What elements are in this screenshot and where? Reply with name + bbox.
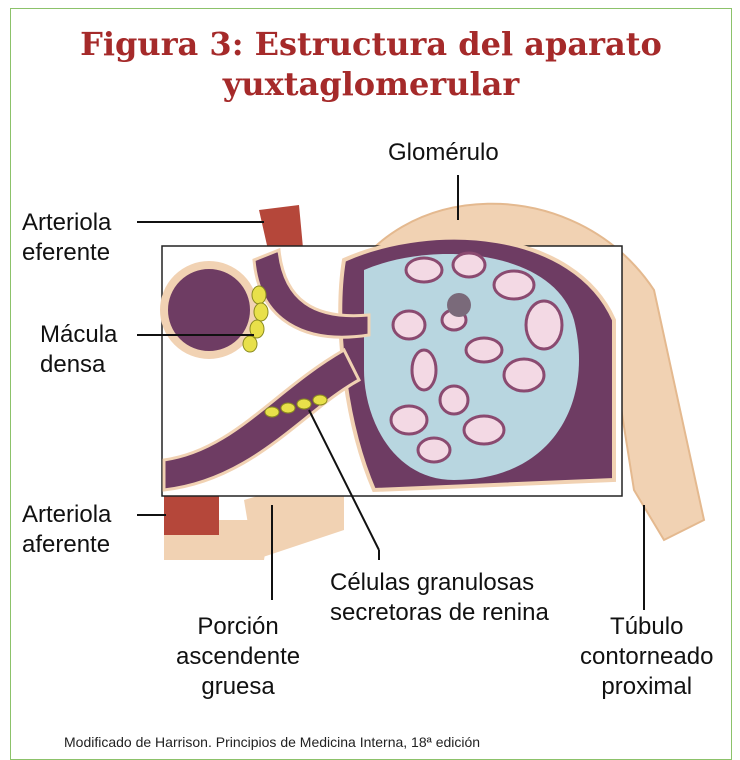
distal-tubule [164, 265, 254, 355]
label-porcion-ascendente-line-3: gruesa [176, 672, 300, 702]
label-celulas-granulosas-line-1: Células granulosas [330, 568, 549, 598]
label-arteriola-aferente: Arteriola aferente [22, 500, 111, 560]
title-line-1: Figura 3: Estructura del aparato [10, 24, 732, 64]
label-tubulo-line-2: contorneado [580, 642, 713, 672]
label-macula-densa: Mácula densa [40, 320, 117, 380]
label-arteriola-eferente-line-2: eferente [22, 238, 111, 268]
figure-caption: Modificado de Harrison. Principios de Me… [64, 734, 480, 750]
label-arteriola-eferente-line-1: Arteriola [22, 208, 111, 238]
label-glomerulo: Glomérulo [388, 138, 499, 168]
afferent-arteriole [164, 495, 219, 535]
label-porcion-ascendente-line-2: ascendente [176, 642, 300, 672]
label-celulas-granulosas: Células granulosas secretoras de renina [330, 568, 549, 628]
figure-title: Figura 3: Estructura del aparato yuxtagl… [10, 24, 732, 104]
label-porcion-ascendente: Porción ascendente gruesa [176, 612, 300, 702]
mesangium [447, 293, 471, 317]
title-line-2: yuxtaglomerular [10, 64, 732, 104]
label-celulas-granulosas-line-2: secretoras de renina [330, 598, 549, 628]
label-arteriola-eferente: Arteriola eferente [22, 208, 111, 268]
label-porcion-ascendente-line-1: Porción [176, 612, 300, 642]
label-tubulo-line-1: Túbulo [580, 612, 713, 642]
label-macula-densa-line-2: densa [40, 350, 117, 380]
label-arteriola-aferente-line-1: Arteriola [22, 500, 111, 530]
label-macula-densa-line-1: Mácula [40, 320, 117, 350]
label-tubulo-contorneado: Túbulo contorneado proximal [580, 612, 713, 702]
label-tubulo-line-3: proximal [580, 672, 713, 702]
label-arteriola-aferente-line-2: aferente [22, 530, 111, 560]
